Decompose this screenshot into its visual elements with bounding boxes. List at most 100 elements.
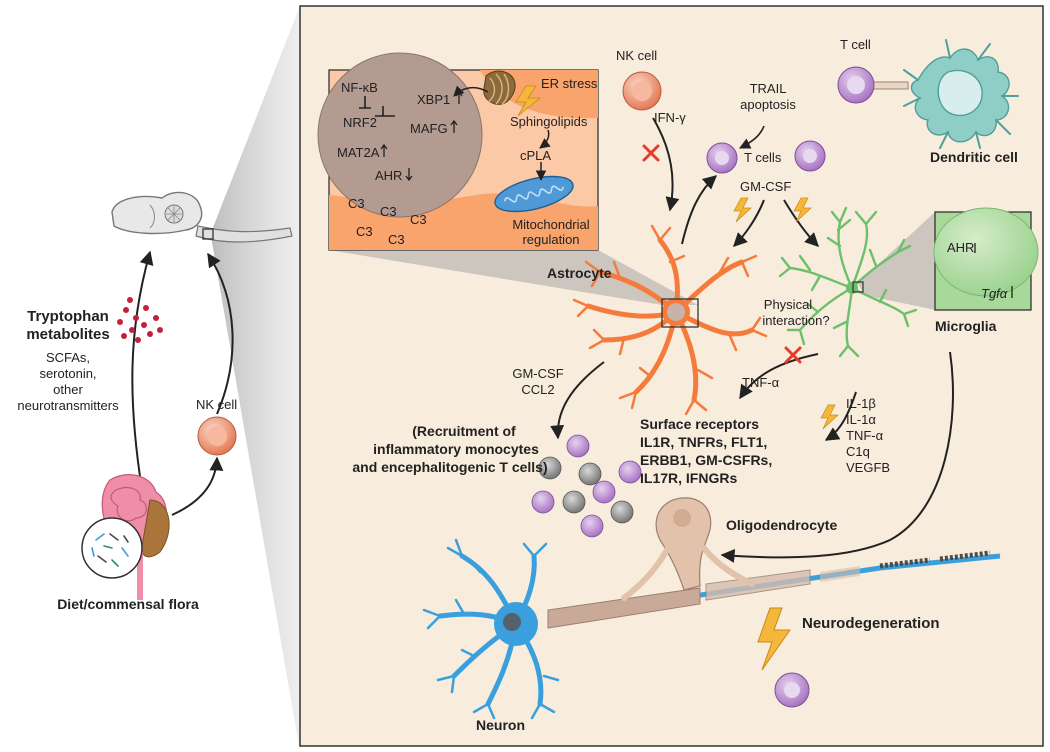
neuron-cell	[422, 538, 560, 720]
recruitment-label-1: (Recruitment of	[412, 423, 516, 439]
trail-label-2: apoptosis	[740, 97, 796, 112]
other-label-4: neurotransmitters	[17, 398, 119, 413]
bolt-icon-3	[820, 404, 839, 430]
arrow-ifng-to-astrocyte	[652, 117, 680, 212]
inhibit-ifng-icon	[642, 144, 660, 162]
receptors-label-2: IL1R, TNFRs, FLT1,	[640, 434, 767, 450]
tcell-dc-synapse	[871, 81, 909, 90]
oligodendrocyte-label: Oligodendrocyte	[726, 517, 837, 533]
cytokine-1: IL-1β	[846, 396, 876, 411]
arrow-astrocyte-recruitment	[550, 361, 605, 440]
inset-c3-2: C3	[380, 204, 397, 219]
left-nk-cell-label: NK cell	[196, 397, 237, 412]
arrow-cytokines-to-receptors	[824, 391, 857, 441]
inset-xbp1: XBP1	[417, 92, 450, 107]
other-label-3: other	[53, 382, 83, 397]
astrocyte-nucleus	[667, 303, 685, 321]
bolt-icon-1	[733, 197, 752, 223]
dendritic-cell	[903, 39, 1019, 149]
zoom-box	[202, 228, 214, 240]
inset-c3-5: C3	[388, 232, 405, 247]
inhibit-tnfa-icon	[784, 346, 802, 364]
recruitment-label-2: inflammatory monocytes	[373, 441, 539, 457]
inset-mito-1: Mitochondrial	[512, 217, 589, 232]
gmcsf-ccl2-label-1: GM-CSF	[512, 366, 563, 381]
arrow-microglia-tnfa	[739, 353, 819, 400]
diet-label: Diet/commensal flora	[57, 596, 199, 612]
cytokine-3: TNF-α	[846, 428, 884, 443]
tryptophan-label-1: Tryptophan	[27, 308, 109, 325]
arrow-microglia-to-oligo	[720, 351, 954, 563]
ahr-down-arrow	[405, 168, 413, 182]
physical-label-2: interaction?	[762, 313, 829, 328]
mat2a-up-arrow	[380, 143, 388, 157]
neurodegeneration-bolt-icon	[757, 607, 791, 671]
inset-c3-1: C3	[348, 196, 365, 211]
neuron-label: Neuron	[476, 717, 525, 733]
cytokine-4: C1q	[846, 444, 870, 459]
receptors-label-3: ERBB1, GM-CSFRs,	[640, 452, 772, 468]
inset-er-stress: ER stress	[541, 76, 598, 91]
microglia-label: Microglia	[935, 318, 997, 334]
inset-cpla: cPLA	[520, 148, 551, 163]
receptors-label-4: IL17R, IFNGRs	[640, 470, 737, 486]
arrow-trail-to-tcells	[738, 125, 765, 149]
gmcsf-label: GM-CSF	[740, 179, 791, 194]
arrow-gut-to-nk	[171, 456, 224, 516]
inset-sphingolipids: Sphingolipids	[510, 114, 588, 129]
arrow-metabolites-to-brain	[131, 250, 154, 491]
xbp1-up-arrow	[455, 90, 463, 104]
microglia-zoom-cone	[858, 212, 935, 310]
other-label-1: SCFAs,	[46, 350, 90, 365]
dendritic-label: Dendritic cell	[930, 149, 1018, 165]
cytokine-5: VEGFB	[846, 460, 890, 475]
arrow-gmcsf-to-microglia	[783, 199, 819, 247]
nfkb-inhibits-nrf2	[359, 96, 371, 109]
arrow-er-to-xbp1	[453, 85, 489, 97]
physical-label-1: Physical	[764, 297, 813, 312]
recruitment-label-3: and encephalitogenic T cells)	[352, 459, 547, 475]
arrow-nk-to-brain	[207, 252, 234, 415]
inset-mito-2: regulation	[522, 232, 579, 247]
t-cell-top-label: T cell	[840, 37, 871, 52]
astrocyte-inset	[317, 52, 599, 251]
nk-cell-top-label: NK cell	[616, 48, 657, 63]
inset-c3-4: C3	[356, 224, 373, 239]
oligodendrocyte-cell	[621, 497, 755, 601]
inset-c3-3: C3	[410, 212, 427, 227]
tryptophan-label-2: metabolites	[26, 326, 109, 343]
axon-myelin	[547, 550, 1001, 629]
arrow-sphingolipids-to-cpla	[539, 129, 551, 149]
microglia-inset-tgfa: Tgfα	[981, 286, 1008, 301]
astrocyte-zoom-box	[661, 298, 699, 328]
receptors-label-1: Surface receptors	[640, 416, 759, 432]
zoom-beam-main	[212, 6, 300, 752]
neuron-nucleus	[503, 613, 521, 631]
other-label-2: serotonin,	[39, 366, 96, 381]
arrow-astrocyte-to-tcells	[681, 175, 718, 245]
inset-nrf2: NRF2	[343, 115, 377, 130]
mouse-brain-spinal-cord	[111, 191, 293, 243]
bolt-icon-2	[793, 197, 812, 223]
neurodegeneration-label: Neurodegeneration	[802, 615, 940, 632]
t-cells-label: T cells	[744, 150, 782, 165]
ifng-label: IFN-γ	[654, 110, 686, 125]
metabolite-dots	[117, 297, 163, 343]
inset-ahr: AHR	[375, 168, 402, 183]
gmcsf-ccl2-label-2: CCL2	[521, 382, 554, 397]
microglia-inset-ahr: AHR	[947, 240, 974, 255]
recruited-cells	[531, 434, 642, 538]
astrocyte-zoom-cone	[329, 250, 698, 305]
gut-illustration	[81, 474, 170, 600]
astrocyte-label: Astrocyte	[547, 265, 612, 281]
inset-nfkb: NF-κB	[341, 80, 378, 95]
tnfa-label: TNF-α	[742, 375, 780, 390]
inset-mat2a: MAT2A	[337, 145, 380, 160]
inset-mafg: MAFG	[410, 121, 448, 136]
trail-label-1: TRAIL	[750, 81, 787, 96]
mafg-up-arrow	[450, 119, 458, 133]
microglia-cell	[778, 206, 918, 358]
microglia-inset	[933, 207, 1039, 311]
arrow-gmcsf-to-astrocyte	[733, 199, 765, 247]
